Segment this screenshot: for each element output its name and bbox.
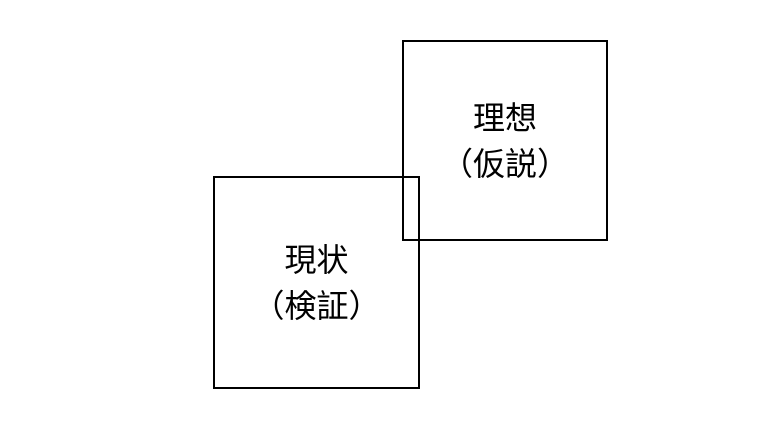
ideal-box-label-line1: 理想: [472, 99, 537, 136]
ideal-box-label-line2: （仮説）: [440, 145, 569, 182]
ideal-hypothesis-box: 理想 （仮説）: [402, 40, 608, 241]
current-box-label-line2: （検証）: [252, 287, 381, 324]
current-verification-box: 現状 （検証）: [213, 176, 420, 389]
current-box-label-line1: 現状: [284, 241, 349, 278]
